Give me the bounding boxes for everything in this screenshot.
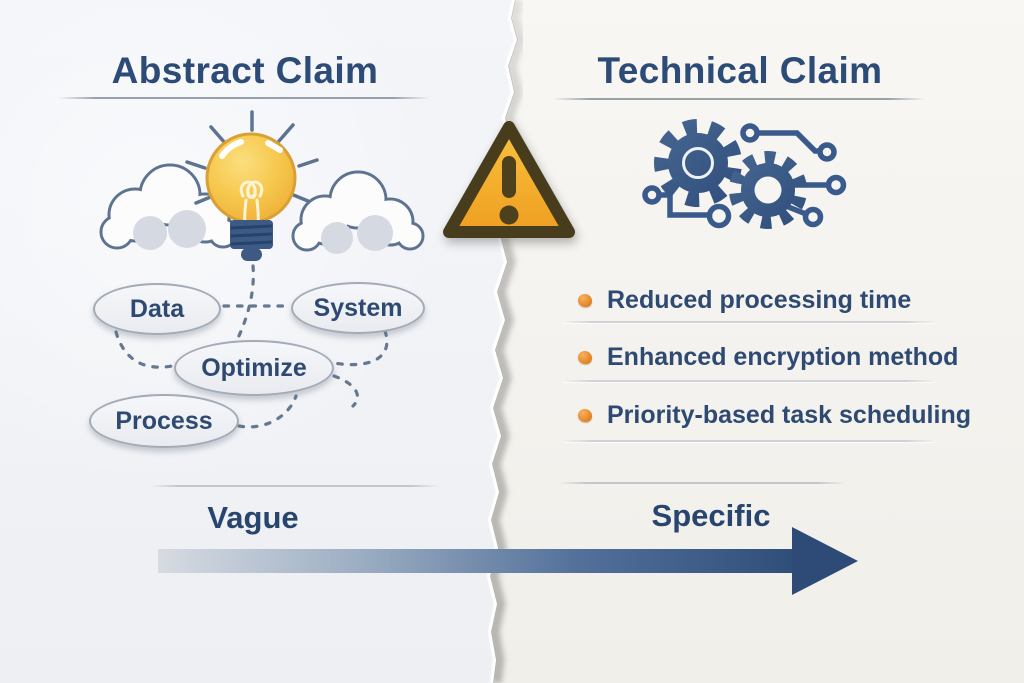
abstract-claim-title: Abstract Claim xyxy=(111,50,379,91)
bullet-separator xyxy=(563,440,935,442)
exclamation-dot xyxy=(499,205,519,225)
exclamation-bar xyxy=(502,156,516,198)
bullet-label: Priority-based task scheduling xyxy=(607,400,971,429)
warning-triangle-wrap xyxy=(438,116,580,248)
bullet-dot-icon xyxy=(578,293,592,307)
bubble-label: Data xyxy=(129,294,185,323)
warning-triangle-icon xyxy=(443,121,575,238)
vague-overline xyxy=(150,485,440,487)
bullet-item: Priority-based task scheduling xyxy=(578,398,971,432)
technical-claim-title: Technical Claim xyxy=(597,50,883,91)
specific-overline xyxy=(558,482,846,484)
bullet-label: Reduced processing time xyxy=(607,285,912,314)
specific-label: Specific xyxy=(651,498,771,533)
vague-label: Vague xyxy=(207,500,299,535)
bullet-item: Enhanced encryption method xyxy=(578,340,958,374)
concept-bubble-data: Data xyxy=(93,283,221,335)
bullet-separator xyxy=(563,380,935,382)
axis-arrow-icon xyxy=(158,527,858,595)
circuit-trace xyxy=(642,123,847,229)
technical-title-underline xyxy=(553,98,925,100)
bullet-dot-icon xyxy=(578,350,592,364)
abstract-title-underline xyxy=(58,97,430,99)
concept-bubble-optimize: Optimize xyxy=(174,340,334,396)
bullet-item: Reduced processing time xyxy=(578,283,911,317)
bubble-label: System xyxy=(313,293,403,322)
concept-bubble-process: Process xyxy=(89,394,239,448)
gears-circuit-illustration xyxy=(642,119,847,229)
bubble-label: Process xyxy=(115,406,213,435)
bullet-separator xyxy=(563,321,935,323)
vague-to-specific-arrow xyxy=(158,527,858,595)
concept-bubble-system: System xyxy=(291,282,425,334)
bullet-dot-icon xyxy=(578,408,592,422)
lightbulb-icon xyxy=(185,110,319,261)
gear-icon xyxy=(729,151,807,229)
lightbulb-clouds-illustration xyxy=(99,110,425,261)
gear-icon xyxy=(654,119,742,207)
bubble-label: Optimize xyxy=(201,353,307,382)
bullet-label: Enhanced encryption method xyxy=(607,342,959,371)
